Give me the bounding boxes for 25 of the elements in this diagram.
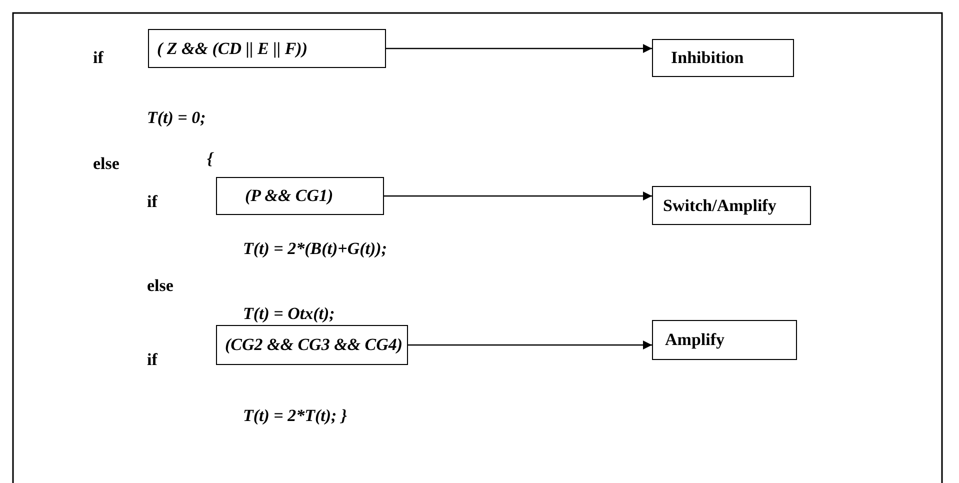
condition-text: ( Z && (CD || E || F)) xyxy=(157,38,308,58)
condition-text: (P && CG1) xyxy=(245,186,334,206)
code-statement: T(t) = 2*(B(t)+G(t)); xyxy=(243,239,387,259)
keyword: else xyxy=(147,276,174,296)
process-box xyxy=(652,186,811,225)
keyword: else xyxy=(93,154,120,174)
keyword: if xyxy=(147,192,158,212)
code-statement: { xyxy=(207,149,213,169)
condition-text: Amplify xyxy=(665,330,724,350)
arrow xyxy=(384,192,652,200)
arrow xyxy=(386,44,652,53)
code-statement: T(t) = 0; xyxy=(147,108,206,128)
process-box xyxy=(216,325,408,365)
condition-text: Switch/Amplify xyxy=(663,196,776,216)
process-box xyxy=(148,29,386,68)
keyword: if xyxy=(93,48,104,68)
code-statement: T(t) = 2*T(t); } xyxy=(243,406,347,426)
keyword: if xyxy=(147,350,158,370)
condition-text: (CG2 && CG3 && CG4) xyxy=(225,335,403,355)
condition-text: Inhibition xyxy=(671,48,744,68)
arrow xyxy=(408,340,652,350)
process-box xyxy=(652,320,797,360)
process-box xyxy=(216,177,384,215)
code-statement: T(t) = Otx(t); xyxy=(243,304,335,324)
process-box xyxy=(652,39,794,77)
